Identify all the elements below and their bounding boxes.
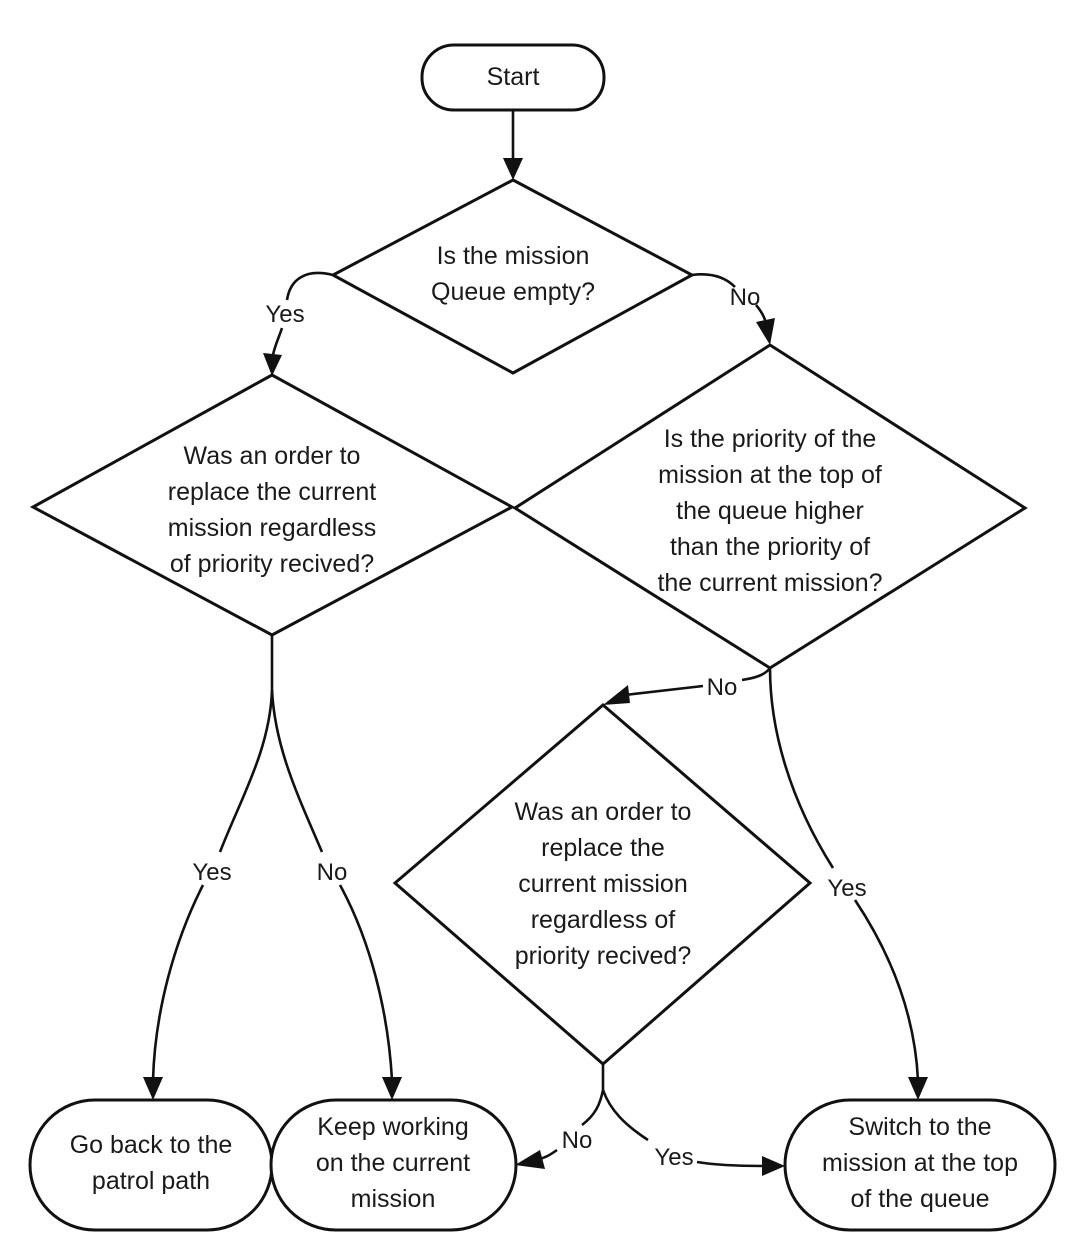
edge-priority-no: No [603, 667, 772, 705]
arrowhead-icon [263, 353, 282, 376]
node-label-line: patrol path [92, 1167, 210, 1195]
node-label-line: Is the priority of the [664, 425, 877, 453]
node-order-replace-left-label: Was an order to replace the current missio… [168, 442, 377, 578]
node-label-line: replace the [541, 834, 665, 862]
node-label-line: Switch to the [848, 1113, 991, 1141]
arrowhead-icon [762, 1156, 785, 1176]
node-priority-higher-label: Is the priority of the mission at the top… [657, 425, 882, 597]
node-keep-working-label: Keep working on the current mission [316, 1113, 470, 1213]
edge-label-no: No [317, 859, 348, 886]
node-label-line: mission regardless [168, 514, 376, 542]
node-label-line: Queue empty? [431, 278, 595, 306]
arrowhead-icon [603, 685, 630, 705]
node-label-line: on the current [316, 1149, 470, 1177]
arrowhead-icon [382, 1077, 402, 1100]
arrowhead-icon [756, 318, 775, 345]
edge-label-yes: Yes [265, 301, 304, 328]
node-label-line: the current mission? [657, 569, 882, 597]
node-go-back-patrol: Go back to the patrol path [28, 1098, 274, 1232]
edge-priority-yes: Yes [768, 667, 928, 1100]
node-label-line: mission [351, 1185, 436, 1213]
edge-label-yes: Yes [192, 859, 231, 886]
edges: Yes No Yes No No [143, 110, 928, 1176]
arrowhead-icon [503, 158, 523, 180]
node-label-line: Go back to the [70, 1131, 233, 1159]
arrowhead-icon [908, 1077, 928, 1100]
edge-order-right-no: No [515, 1064, 605, 1169]
node-start-label: Start [487, 63, 540, 91]
edge-queue-empty-yes: Yes [263, 271, 334, 376]
node-label-line: of priority recived? [170, 550, 374, 578]
edge-start-to-queue-empty [503, 110, 523, 180]
node-switch-mission-label: Switch to the mission at the top of the qu… [822, 1113, 1018, 1213]
node-label-line: current mission [518, 870, 688, 898]
node-order-replace-right-label: Was an order to replace the current missio… [515, 798, 692, 970]
node-label-line: Was an order to [515, 798, 692, 826]
node-label-line: Is the mission [437, 242, 590, 270]
node-order-replace-left: Was an order to replace the current missio… [29, 373, 516, 637]
node-label-line: Keep working [317, 1113, 468, 1141]
node-label-line: regardless of [531, 906, 676, 934]
edge-label-no: No [562, 1127, 593, 1154]
edge-order-left-no: No [270, 689, 402, 1100]
node-switch-mission: Switch to the mission at the top of the qu… [783, 1098, 1057, 1232]
node-label-line: mission at the top [822, 1149, 1018, 1177]
node-label-line: priority recived? [515, 942, 691, 970]
node-label-line: replace the current [168, 478, 377, 506]
edge-order-left-yes: Yes [143, 635, 274, 1100]
node-start: Start [420, 43, 606, 112]
edge-order-right-yes: Yes [601, 1089, 785, 1176]
node-label-line: Was an order to [184, 442, 361, 470]
node-order-replace-right: Was an order to replace the current missio… [392, 703, 813, 1066]
node-keep-working: Keep working on the current mission [269, 1098, 518, 1232]
edge-queue-empty-no: No [691, 273, 775, 345]
node-go-back-patrol-label: Go back to the patrol path [70, 1131, 233, 1195]
node-label-line: mission at the top of [658, 461, 882, 489]
node-label-line: Start [487, 63, 540, 91]
edge-label-no: No [730, 284, 761, 311]
edge-label-no: No [707, 674, 738, 701]
edge-label-yes: Yes [827, 875, 866, 902]
arrowhead-icon [515, 1150, 545, 1169]
node-label-line: the queue higher [676, 497, 864, 525]
edge-label-yes: Yes [654, 1144, 693, 1171]
node-label-line: of the queue [850, 1185, 989, 1213]
arrowhead-icon [143, 1077, 163, 1100]
node-label-line: than the priority of [670, 533, 870, 561]
node-priority-higher: Is the priority of the mission at the top… [512, 343, 1028, 670]
